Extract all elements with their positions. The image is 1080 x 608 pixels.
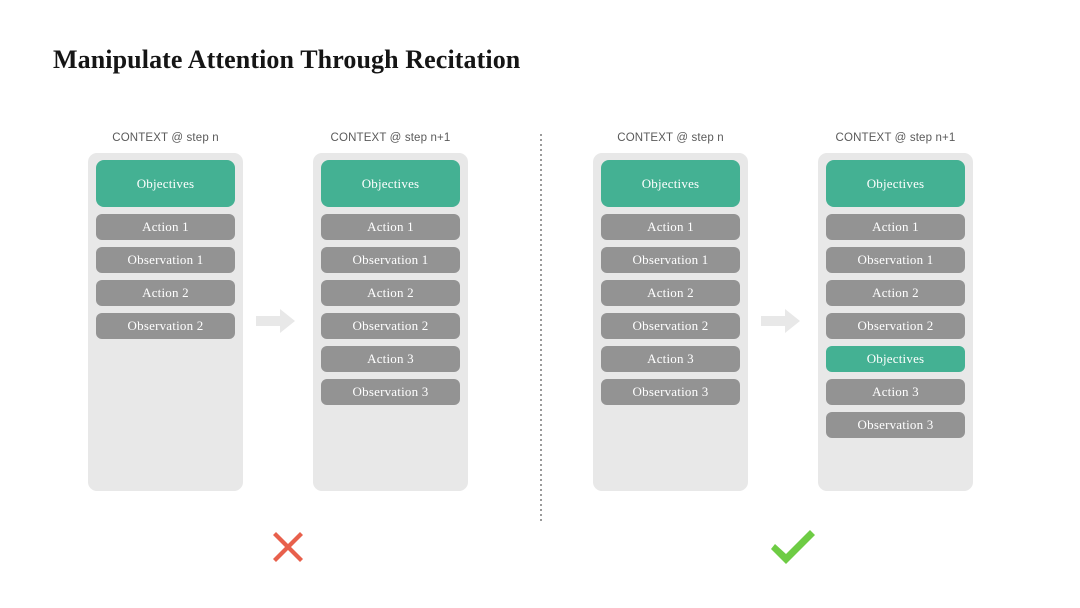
context-block-objectives: Objectives bbox=[321, 160, 460, 207]
context-block-step: Action 1 bbox=[96, 214, 235, 240]
arrow-right-icon bbox=[761, 308, 801, 334]
context-block-step: Action 2 bbox=[826, 280, 965, 306]
context-block-step: Observation 2 bbox=[601, 313, 740, 339]
context-block-step: Action 2 bbox=[96, 280, 235, 306]
context-column-header: CONTEXT @ step n bbox=[112, 132, 219, 144]
context-column-header: CONTEXT @ step n bbox=[617, 132, 724, 144]
context-block-step: Action 1 bbox=[601, 214, 740, 240]
context-block-step: Observation 2 bbox=[826, 313, 965, 339]
context-block-objectives: Objectives bbox=[826, 160, 965, 207]
context-column-header: CONTEXT @ step n+1 bbox=[835, 132, 956, 144]
page-title: Manipulate Attention Through Recitation bbox=[53, 45, 521, 74]
context-block-step: Action 1 bbox=[826, 214, 965, 240]
context-block-step: Action 2 bbox=[601, 280, 740, 306]
context-block-step: Observation 1 bbox=[321, 247, 460, 273]
context-block-step: Action 3 bbox=[321, 346, 460, 372]
context-block-step: Observation 1 bbox=[826, 247, 965, 273]
arrow-right-icon bbox=[256, 308, 296, 334]
context-block-objectives: Objectives bbox=[826, 346, 965, 372]
context-block-step: Action 2 bbox=[321, 280, 460, 306]
context-column-header: CONTEXT @ step n+1 bbox=[330, 132, 451, 144]
cross-icon bbox=[60, 525, 515, 585]
context-block-step: Action 3 bbox=[826, 379, 965, 405]
context-block-step: Action 1 bbox=[321, 214, 460, 240]
context-block-step: Observation 3 bbox=[601, 379, 740, 405]
panel-divider bbox=[540, 134, 542, 522]
context-block-step: Observation 2 bbox=[321, 313, 460, 339]
context-block-step: Observation 3 bbox=[321, 379, 460, 405]
context-block-objectives: Objectives bbox=[601, 160, 740, 207]
context-block-step: Observation 3 bbox=[826, 412, 965, 438]
context-block-step: Observation 1 bbox=[96, 247, 235, 273]
check-icon bbox=[565, 525, 1020, 585]
context-block-step: Observation 1 bbox=[601, 247, 740, 273]
context-block-step: Observation 2 bbox=[96, 313, 235, 339]
context-block-step: Action 3 bbox=[601, 346, 740, 372]
context-block-objectives: Objectives bbox=[96, 160, 235, 207]
